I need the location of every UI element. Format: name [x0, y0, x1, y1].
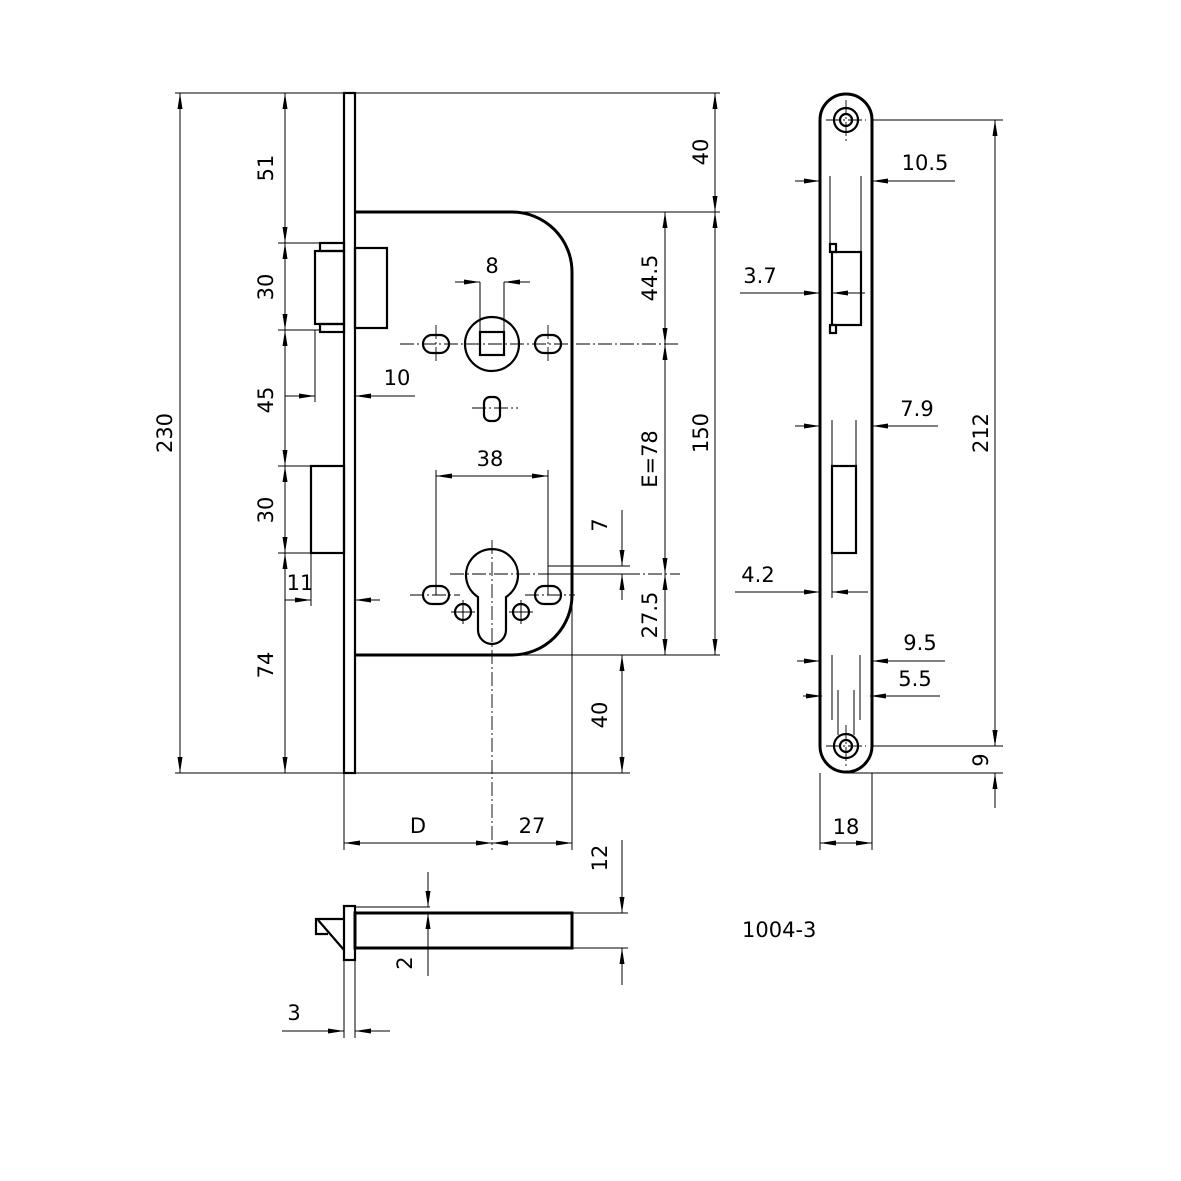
- dim-latch-width: 10.5: [902, 151, 949, 175]
- dim-case-height: 150: [689, 413, 713, 453]
- dim-plate-offset: 2: [393, 956, 417, 969]
- small-slot: [482, 395, 502, 423]
- side-view: 10.5 3.7 7.9 4.2 9.5 5.5 212 9 18: [735, 92, 1003, 850]
- dim-bolt-height: 30: [254, 497, 278, 524]
- dim-backset: D: [410, 814, 426, 838]
- spindle-hub: [400, 282, 680, 373]
- bottom-view: 12 2 3: [282, 840, 628, 1038]
- lock-case: [355, 210, 574, 657]
- bolt-opening: [830, 464, 858, 555]
- case-edge: [353, 911, 574, 950]
- faceplate-edge: [342, 904, 357, 962]
- dim-latch-height: 30: [254, 274, 278, 301]
- dead-bolt: [309, 464, 346, 555]
- dim-latch-projection: 10: [384, 366, 411, 390]
- latch-opening: [828, 242, 863, 335]
- dim-plate-width: 18: [833, 815, 860, 839]
- latch-bolt: [313, 241, 389, 334]
- front-view: 230 51 30 45 30 74 10 11 8 38 40 44.5 E=…: [153, 91, 720, 850]
- dim-distance-e: E=78: [638, 430, 662, 488]
- dim-bolt-to-bottom: 74: [254, 652, 278, 679]
- dim-hole-to-end: 9: [969, 753, 993, 766]
- dim-case-depth: 12: [588, 845, 612, 872]
- dim-bolt-offset: 4.2: [741, 563, 774, 587]
- dim-case-to-spindle: 44.5: [638, 255, 662, 302]
- part-number: 1004-3: [742, 918, 816, 942]
- dim-bolt-width: 7.9: [900, 397, 933, 421]
- faceplate-front: [818, 92, 874, 774]
- dim-bolt-projection: 11: [287, 571, 314, 595]
- dim-fixing-spacing: 38: [477, 447, 504, 471]
- dim-cylinder-to-case-back: 27: [519, 814, 546, 838]
- dim-latch-to-bolt: 45: [254, 387, 278, 414]
- dim-cylinder-to-case-bottom: 27.5: [638, 592, 662, 639]
- faceplate: [342, 91, 357, 775]
- dim-top-to-case: 40: [689, 139, 713, 166]
- dim-cylinder-offset: 7: [588, 518, 612, 531]
- dim-hole-inner: 5.5: [898, 667, 931, 691]
- dim-spindle-square: 8: [485, 254, 498, 278]
- latch-tip: [314, 917, 345, 951]
- dim-hole-spacing: 212: [969, 413, 993, 453]
- dim-plate-thickness: 3: [287, 1001, 300, 1025]
- dim-hole-outer: 9.5: [903, 631, 936, 655]
- dim-top-to-latch: 51: [254, 155, 278, 182]
- dim-latch-offset: 3.7: [743, 264, 776, 288]
- dim-overall-height: 230: [153, 413, 177, 453]
- dim-case-bottom-to-plate: 40: [588, 702, 612, 729]
